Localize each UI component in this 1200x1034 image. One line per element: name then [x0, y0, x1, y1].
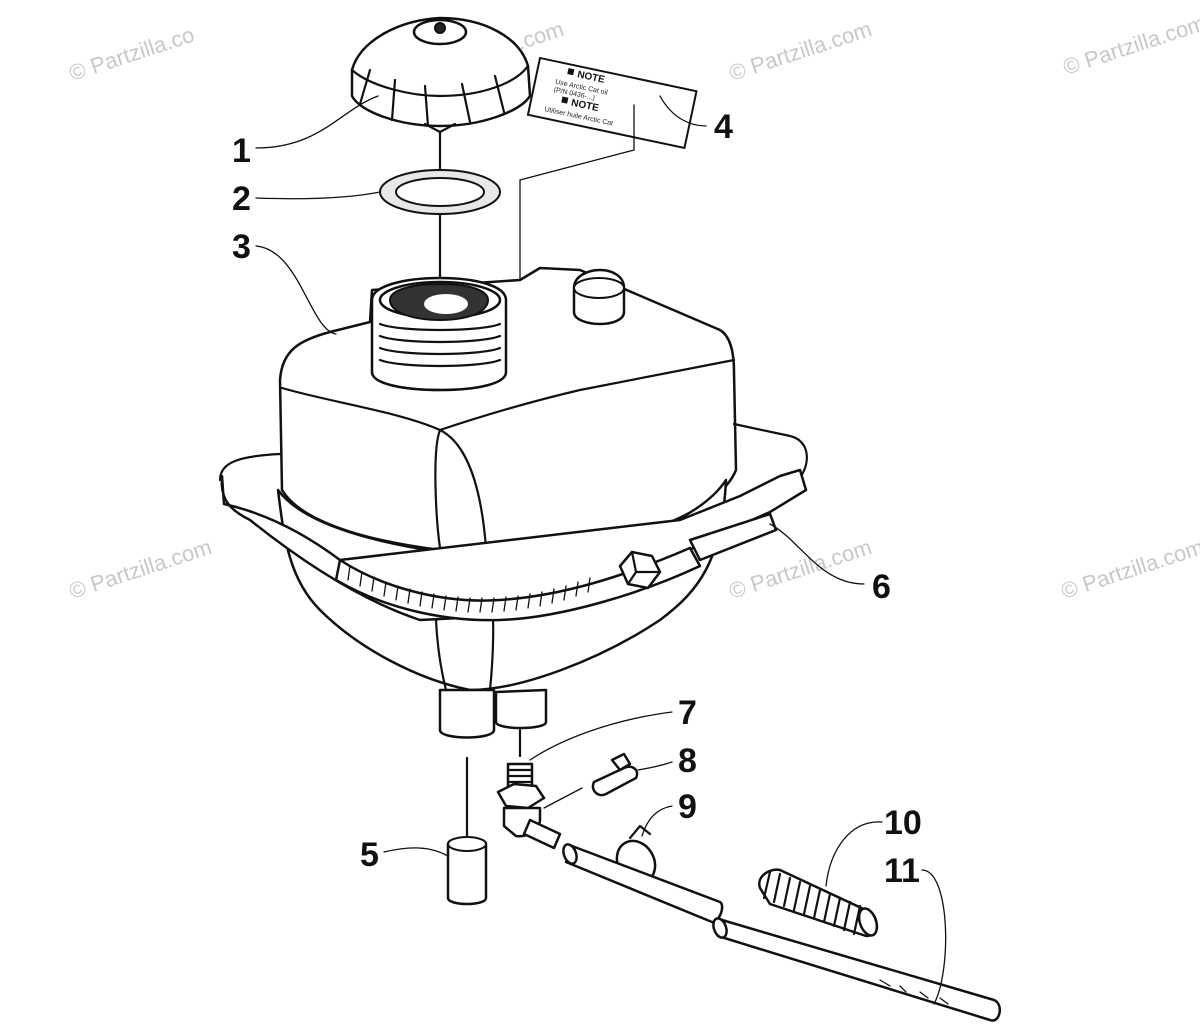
spacer [446, 836, 488, 906]
callout-3: 3 [232, 228, 251, 266]
elbow-fitting [496, 762, 562, 850]
spring-sleeve [758, 868, 879, 938]
leader-line [543, 787, 583, 809]
clip [591, 752, 639, 797]
callout-1: 1 [232, 132, 251, 170]
callout-10: 10 [884, 804, 922, 842]
oil-tank [218, 266, 808, 739]
decal: NOTE Use Arctic Cat oil (P/N 0436-...) N… [526, 56, 698, 150]
callout-9: 9 [678, 788, 697, 826]
callout-11: 11 [884, 852, 920, 890]
gasket [379, 169, 501, 215]
callout-2: 2 [232, 180, 251, 218]
callout-6: 6 [872, 568, 891, 606]
filler-cap [350, 16, 532, 134]
fuel-hose [562, 843, 1002, 1022]
callout-4: 4 [714, 108, 733, 146]
callout-leaders [255, 95, 947, 1005]
callout-5: 5 [360, 836, 379, 874]
callout-8: 8 [678, 742, 697, 780]
callout-7: 7 [678, 694, 697, 732]
